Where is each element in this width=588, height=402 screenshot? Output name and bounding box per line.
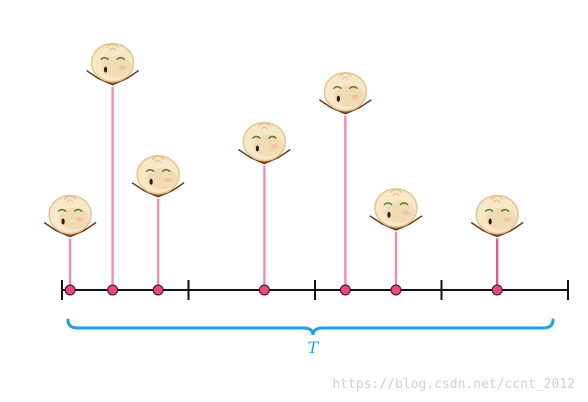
bun-eye-left [100, 57, 110, 61]
bun-eye-left [484, 208, 494, 213]
bun-plate-edge [131, 182, 185, 198]
bun-eye-right [73, 208, 83, 213]
bun-blush [401, 210, 410, 215]
steamed-bun-icon [369, 188, 423, 231]
bun-plate-edge [369, 215, 423, 231]
post-node [152, 284, 164, 296]
bun-shade [384, 200, 415, 223]
bun-twist [106, 43, 120, 52]
brace [66, 318, 555, 336]
bun-mouth [255, 145, 259, 152]
bun-twist [151, 155, 165, 164]
bun-eye-right [500, 208, 510, 213]
bun-eye-right [399, 202, 409, 206]
bun-mouth [149, 178, 153, 185]
bun-mouth [61, 218, 65, 225]
steamed-bun-icon [470, 194, 524, 238]
bun-blush [164, 177, 173, 182]
bun-shade [147, 167, 178, 190]
bun-blush [503, 217, 512, 222]
bun-mouth [488, 218, 492, 225]
bun-eye-left [57, 208, 67, 213]
bun-blush [118, 65, 127, 70]
bun-twist [63, 195, 77, 203]
bun-twist [389, 188, 403, 197]
bun-shade [253, 134, 284, 157]
watermark: https://blog.csdn.net/ccnt_2012 [332, 377, 575, 392]
bun-shade [486, 207, 517, 230]
bun-eye-right [161, 169, 171, 173]
bun-blush [270, 144, 279, 149]
bun-plate-edge [86, 70, 140, 86]
brace-label: T [308, 338, 320, 357]
axis-layer [61, 280, 569, 300]
post-node [64, 284, 76, 296]
bun-shade [59, 207, 90, 230]
bun-eye-left [145, 169, 155, 173]
post-node [258, 284, 270, 296]
bun-twist [338, 72, 352, 81]
bun-twist [257, 122, 271, 130]
bun-mouth [104, 66, 108, 73]
bun-blush [76, 217, 85, 222]
bun-eye-left [251, 135, 261, 139]
steamed-bun-icon [131, 154, 185, 198]
bun-shade [101, 55, 132, 78]
post-node [339, 284, 351, 296]
bun-plate-edge [318, 99, 372, 115]
post-node [491, 284, 503, 296]
buns-layer [43, 42, 524, 238]
post-node [390, 284, 402, 296]
bun-eye-left [332, 86, 342, 90]
bun-twist [490, 195, 504, 203]
bun-mouth [336, 95, 340, 102]
steamed-bun-icon [318, 71, 372, 115]
bun-mouth [387, 211, 391, 218]
steamed-bun-icon [237, 121, 291, 165]
post-node [107, 284, 119, 296]
bun-eye-right [267, 135, 277, 139]
steamed-bun-icon [43, 194, 97, 238]
bun-plate-edge [470, 221, 524, 238]
steamed-bun-icon [86, 42, 140, 86]
bun-plate-edge [237, 148, 291, 165]
bun-eye-right [348, 86, 358, 90]
bun-shade [334, 84, 365, 107]
posts-layer [68, 86, 499, 290]
bun-eye-left [383, 202, 393, 206]
bun-eye-right [116, 57, 126, 61]
nodes-layer [64, 284, 503, 296]
bun-blush [351, 94, 360, 99]
bun-plate-edge [43, 221, 97, 238]
